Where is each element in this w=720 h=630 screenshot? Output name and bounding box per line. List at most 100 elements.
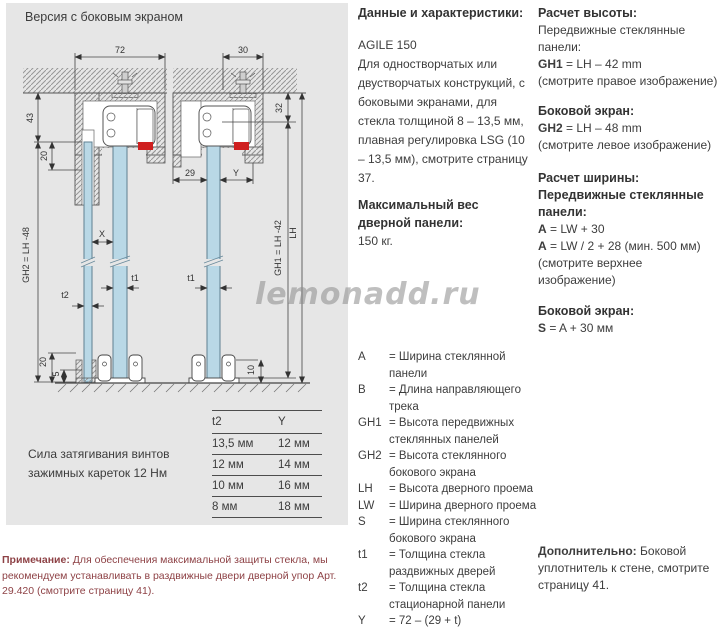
footnote-text: Для обеспечения максимальной защиты стек… xyxy=(2,554,337,597)
table-row: 10 мм 16 мм xyxy=(212,475,322,496)
additional-text: Боковой уплотнитель к стене, смотрите ст… xyxy=(538,544,710,592)
roller-carriage-right xyxy=(198,105,252,150)
specs-column: Данные и характеристики: AGILE 150 Для о… xyxy=(358,5,530,251)
legend-term: GH1 xyxy=(358,417,382,429)
side-screen-title-2: Боковой экран: xyxy=(538,304,635,318)
legend-def: = Ширина дверного проема xyxy=(389,499,537,512)
dim-x-label: X xyxy=(99,229,105,239)
dim-5-label: 5 xyxy=(51,371,61,376)
legend-item: LH = Высота дверного проема xyxy=(358,481,538,498)
gh1-formula: GH1 = LH – 42 mm xyxy=(538,56,718,73)
formula-var: A xyxy=(538,239,547,253)
legend-def: = Высота передвижных стеклянных панелей xyxy=(389,417,515,446)
dim-20-top-label: 20 xyxy=(39,151,49,161)
dim-30-label: 30 xyxy=(238,45,248,55)
legend-item: A = Ширина стеклянной панели xyxy=(358,349,538,382)
formula-body: = LH – 42 mm xyxy=(566,57,642,71)
formula-var: GH2 xyxy=(538,121,563,135)
legend-term: B xyxy=(358,384,366,396)
width-note: (смотрите верхнее изображение) xyxy=(538,256,643,287)
dim-t2-label: t2 xyxy=(61,290,69,300)
dim-t1-left-label: t1 xyxy=(131,273,139,283)
gh2-formula: GH2 = LH – 48 mm xyxy=(538,120,718,137)
cell-t2: 12 мм xyxy=(212,459,244,471)
cell-y: 12 мм xyxy=(278,438,310,450)
cell-y: 14 мм xyxy=(278,459,310,471)
height-note-right: (смотрите правое изображение) xyxy=(538,74,718,88)
cell-t2: 8 мм xyxy=(212,501,238,513)
dimension-labels: 72 30 43 20 32 29 Y X t1 t1 t2 GH2 = LH … xyxy=(21,45,298,377)
floor-line xyxy=(55,382,310,393)
formula-var: S xyxy=(538,321,547,335)
diagram-panel: Версия с боковым экраном xyxy=(6,3,348,525)
table-header-y: Y xyxy=(278,416,286,428)
legend-term: S xyxy=(358,516,366,528)
t2-y-table: t2 Y 13,5 мм 12 мм 12 мм 14 мм 10 мм 16 … xyxy=(212,410,322,518)
footnote: Примечание: Для обеспечения максимальной… xyxy=(2,553,356,600)
height-calc-title: Расчет высоты: xyxy=(538,6,637,20)
floor-guide-left xyxy=(94,354,146,384)
cell-t2: 10 мм xyxy=(212,480,244,492)
technical-drawing: 72 30 43 20 32 29 Y X t1 t1 t2 GH2 = LH … xyxy=(21,45,310,393)
formula-var: GH1 xyxy=(538,57,563,71)
additional-note: Дополнительно: Боковой уплотнитель к сте… xyxy=(538,543,718,594)
clamp-red-detail xyxy=(138,142,153,150)
dim-gh2-label: GH2 = LH -48 xyxy=(21,227,31,283)
height-calc-subtitle: Передвижные стеклянные панели: xyxy=(538,23,686,54)
torque-note-line2: зажимных кареток 12 Нм xyxy=(28,466,168,480)
ceiling-hatch xyxy=(23,68,306,94)
legend-def: = Ширина стеклянной панели xyxy=(389,351,506,380)
height-note-left: (смотрите левое изображение) xyxy=(538,138,712,152)
footnote-label: Примечание: xyxy=(2,554,70,566)
legend-item: S = Ширина стеклянного бокового экрана xyxy=(358,514,538,547)
table-header-row: t2 Y xyxy=(212,410,322,433)
legend-def: = Ширина стеклянного бокового экрана xyxy=(389,516,510,545)
cell-t2: 13,5 мм xyxy=(212,438,254,450)
dim-t1-right-label: t1 xyxy=(187,273,195,283)
legend-term: Y xyxy=(358,615,366,627)
dim-y-label: Y xyxy=(233,168,239,178)
legend-def: = Длина направляющего трека xyxy=(389,384,522,413)
product-description: Для одностворчатых или двустворчатых кон… xyxy=(358,57,528,185)
legend-term: LH xyxy=(358,483,373,495)
weight-value: 150 кг. xyxy=(358,234,393,248)
legend-item: LW = Ширина дверного проема xyxy=(358,498,538,515)
table-row: 12 мм 14 мм xyxy=(212,454,322,475)
legend-term: GH2 xyxy=(358,450,382,462)
formula-body: = LW + 30 xyxy=(550,222,605,236)
legend-item: t1 = Толщина стекла раздвижных дверей xyxy=(358,547,538,580)
formula-body: = LH – 48 mm xyxy=(566,121,642,135)
width-calc-subtitle: Передвижные стеклянные панели: xyxy=(538,188,704,219)
width-calc-title: Расчет ширины: xyxy=(538,171,640,185)
table-row: 8 мм 18 мм xyxy=(212,496,322,517)
legend-def: = Высота дверного проема xyxy=(389,483,534,495)
dimension-lines xyxy=(34,53,305,384)
formula-var: A xyxy=(538,222,547,236)
legend-def: = Толщина стекла стационарной панели xyxy=(389,582,506,611)
legend-def: = Высота стеклянного бокового экрана xyxy=(389,450,507,479)
cell-y: 18 мм xyxy=(278,501,310,513)
specs-title: Данные и характеристики: xyxy=(358,6,524,20)
formula-body: = LW / 2 + 28 (мин. 500 мм) xyxy=(550,239,701,253)
diagram-title: Версия с боковым экраном xyxy=(25,10,184,24)
watermark: lemonadd.ru xyxy=(255,277,481,312)
torque-note-line1: Сила затягивания винтов xyxy=(28,447,170,461)
a1-formula: A = LW + 30 xyxy=(538,221,718,238)
product-name: AGILE 150 xyxy=(358,38,417,52)
legend-item: GH1 = Высота передвижных стеклянных пане… xyxy=(358,415,538,448)
legend-term: t1 xyxy=(358,549,368,561)
legend-term: t2 xyxy=(358,582,368,594)
legend-def: = 72 – (29 + t) xyxy=(389,615,462,627)
dim-lh-label: LH xyxy=(288,227,298,239)
legend-item: t2 = Толщина стекла стационарной панели xyxy=(358,580,538,613)
torque-note: Сила затягивания винтов зажимных кареток… xyxy=(28,445,170,483)
table-header-t2: t2 xyxy=(212,416,222,428)
dim-32-label: 32 xyxy=(274,103,284,113)
dim-20-bottom-label: 20 xyxy=(38,357,48,367)
calc-column: Расчет высоты: Передвижные стеклянные па… xyxy=(538,5,718,337)
clamp-red-detail xyxy=(234,142,249,150)
legend-item: Y = 72 – (29 + t) xyxy=(358,613,538,630)
weight-title: Максимальный вес дверной панели: xyxy=(358,198,479,230)
additional-label: Дополнительно: xyxy=(538,544,637,558)
legend-item: GH2 = Высота стеклянного бокового экрана xyxy=(358,448,538,481)
